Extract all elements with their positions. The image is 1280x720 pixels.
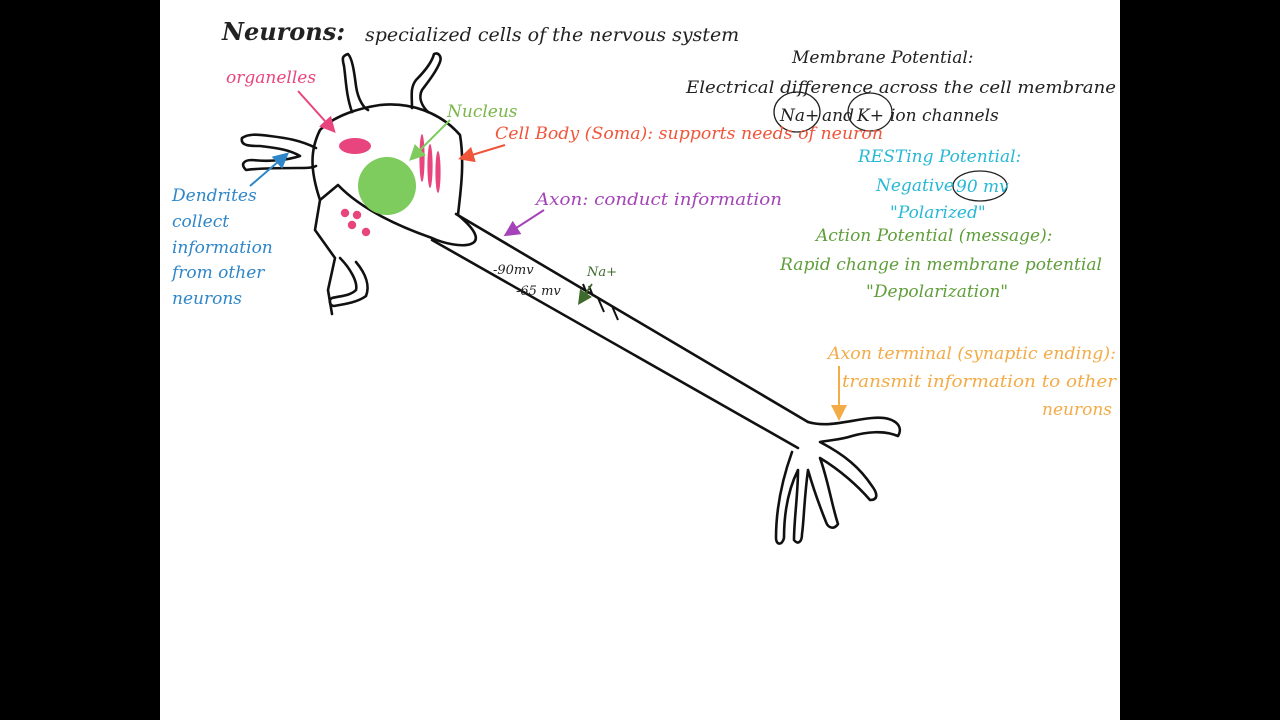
action-heading: Action Potential (message): — [814, 226, 1052, 246]
k-ion-circle — [847, 92, 893, 132]
axon-terminal-branches — [774, 416, 902, 545]
svg-text:information: information — [172, 238, 273, 258]
organelle-rod-3 — [435, 151, 441, 193]
whiteboard: Neurons: specialized cells of the nervou… — [160, 0, 1120, 720]
ion-channels-text: ion channels — [890, 106, 999, 126]
organelle-dot-2 — [352, 210, 362, 220]
resting-heading: RESTing Potential: — [857, 147, 1021, 167]
organelle-oval — [339, 138, 371, 154]
svg-text:Axon terminal (synaptic ending: Axon terminal (synaptic ending): — [826, 344, 1116, 364]
title-heading: Neurons: — [221, 17, 345, 46]
axon-terminal-label: Axon terminal (synaptic ending): transmi… — [826, 344, 1117, 420]
ion-na-text: Na+ — [779, 106, 819, 126]
organelles-label: organelles — [226, 68, 316, 88]
svg-text:neurons: neurons — [172, 289, 242, 309]
dendrite-top-right — [410, 52, 442, 114]
resting-negative: Negative — [875, 176, 954, 196]
membrane-definition: Electrical difference across the cell me… — [685, 78, 1116, 98]
organelle-dot-3 — [347, 220, 357, 230]
resting-value: 90 mv — [956, 177, 1009, 197]
dendrites-label: Dendrites collect information from other… — [170, 186, 273, 309]
dendrites-arrow — [249, 152, 290, 187]
membrane-heading: Membrane Potential: — [791, 48, 974, 68]
organelle-rod-1 — [419, 134, 425, 182]
nucleus-shape — [358, 157, 416, 215]
axon-arrow — [503, 209, 545, 237]
svg-text:neurons: neurons — [1042, 400, 1112, 420]
ion-and-text: and — [822, 106, 854, 126]
svg-text:collect: collect — [172, 212, 229, 232]
na-influx-arrow — [578, 283, 593, 305]
svg-text:from other: from other — [170, 263, 265, 283]
axon-shaft — [430, 212, 810, 450]
action-definition: Rapid change in membrane potential — [779, 255, 1102, 275]
dendrite-bottom-left — [328, 256, 369, 308]
axon-na-label: Na+ — [586, 265, 617, 280]
svg-text:Dendrites: Dendrites — [171, 186, 257, 206]
axon-label: Axon: conduct information — [534, 190, 782, 210]
axon-mv-label-2: -65 mv — [516, 284, 561, 299]
organelle-dot-4 — [361, 227, 371, 237]
na-ion-circle — [773, 91, 821, 133]
nucleus-label: Nucleus — [446, 102, 518, 122]
title-subtitle: specialized cells of the nervous system — [365, 24, 739, 46]
organelle-dot-1 — [340, 208, 350, 218]
action-depolarization: "Depolarization" — [866, 282, 1008, 302]
ion-k-text: K+ — [856, 106, 884, 126]
cell-body-arrow — [458, 144, 506, 163]
resting-value-circle — [952, 170, 1008, 202]
organelles-arrow — [297, 90, 336, 133]
organelle-rod-2 — [427, 144, 433, 188]
axon-mv-label-1: -90mv — [493, 263, 534, 278]
cell-body-label: Cell Body (Soma): supports needs of neur… — [495, 124, 883, 144]
resting-polarized: "Polarized" — [890, 203, 986, 223]
neuron-outline — [240, 52, 902, 545]
svg-text:transmit information to other: transmit information to other — [842, 372, 1117, 392]
neuron-diagram: Neurons: specialized cells of the nervou… — [170, 17, 1117, 545]
dendrite-left — [240, 133, 318, 172]
dendrite-top-left — [341, 52, 370, 114]
nucleus-arrow — [409, 119, 451, 161]
